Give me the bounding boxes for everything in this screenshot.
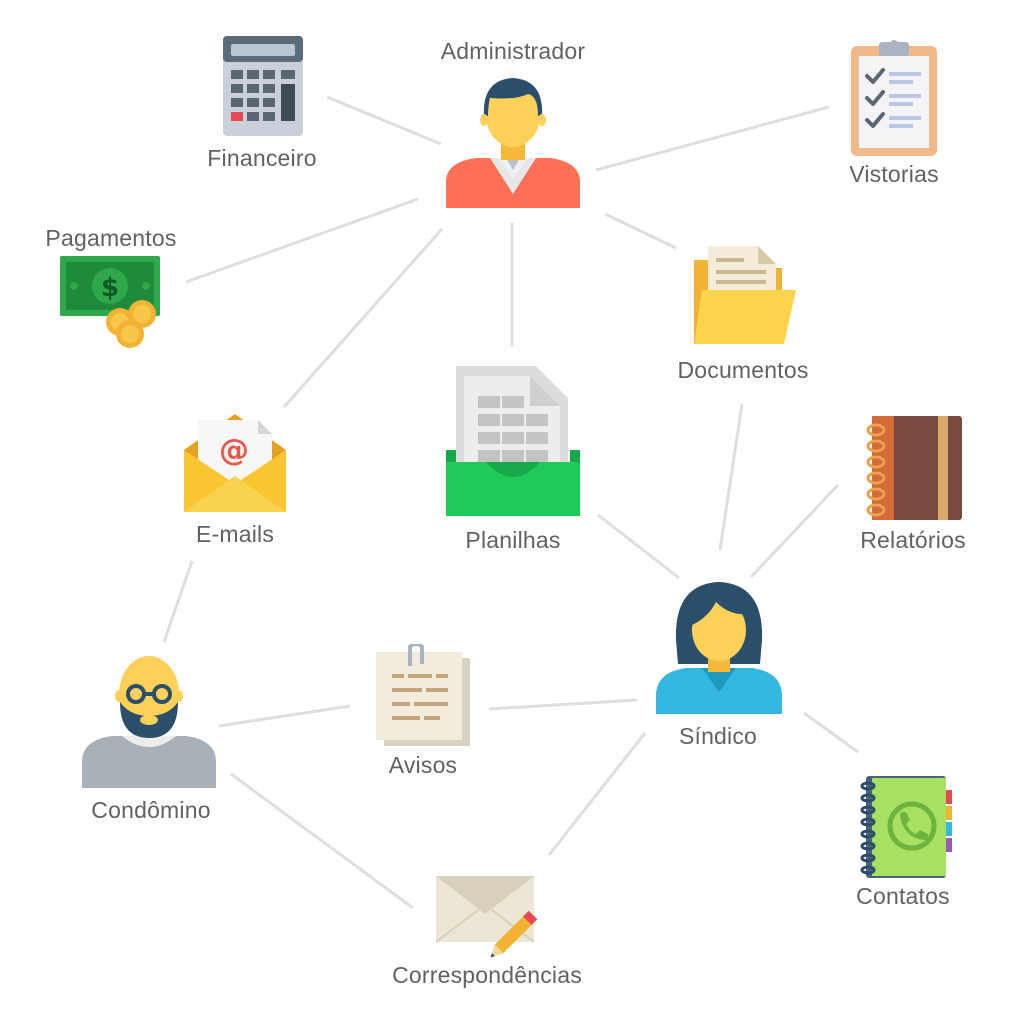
label-condomino: Condômino: [91, 797, 211, 823]
edge-emails-condomino: [162, 560, 194, 643]
node-vistorias: [851, 40, 937, 156]
label-administrador: Administrador: [440, 38, 586, 64]
label-pagamentos: Pagamentos: [45, 225, 177, 251]
notebook-icon: [866, 416, 962, 520]
label-contatos: Contatos: [856, 883, 950, 909]
edge-condomino-correspondencias: [230, 772, 414, 910]
edge-avisos-sindico: [488, 698, 638, 711]
svg-text:@: @: [219, 433, 249, 468]
money-coins-icon: $: [60, 256, 160, 348]
node-contatos: [860, 776, 952, 878]
node-documentos: [692, 246, 796, 346]
label-avisos: Avisos: [388, 752, 458, 778]
node-condomino: [82, 654, 216, 788]
label-relatorios: Relatórios: [860, 527, 966, 553]
node-sindico: [656, 580, 782, 714]
label-documentos: Documentos: [677, 357, 809, 383]
edge-administrador-financeiro: [326, 95, 442, 146]
edge-sindico-contatos: [803, 711, 859, 754]
spreadsheet-tray-icon: [446, 366, 580, 516]
edge-administrador-emails: [282, 228, 444, 408]
edge-administrador-documentos: [604, 212, 677, 250]
node-relatorios: [864, 416, 962, 520]
edge-administrador-pagamentos: [185, 197, 419, 284]
node-financeiro: [223, 36, 303, 136]
note-clip-icon: [376, 644, 470, 746]
edge-relatorios-sindico: [749, 483, 840, 579]
woman-person-icon: [656, 582, 782, 714]
edge-condomino-avisos: [218, 704, 351, 728]
label-planilhas: Planilhas: [465, 527, 561, 553]
folder-documents-icon: [694, 246, 796, 344]
edge-administrador-vistorias: [595, 105, 830, 172]
label-emails: E-mails: [195, 521, 275, 547]
label-financeiro: Financeiro: [207, 145, 317, 171]
node-avisos: [376, 644, 470, 746]
envelope-pen-icon: [436, 876, 538, 958]
address-book-icon: [860, 776, 952, 878]
node-correspondencias: [436, 876, 540, 960]
calculator-icon: [223, 36, 303, 136]
edge-documentos-sindico: [718, 403, 744, 551]
node-planilhas: [446, 362, 580, 518]
node-administrador: [446, 74, 580, 208]
label-vistorias: Vistorias: [849, 161, 939, 187]
admin-person-icon: [446, 78, 580, 208]
node-emails: @: [184, 412, 286, 514]
bearded-man-icon: [82, 656, 216, 788]
edge-planilhas-sindico: [597, 513, 680, 580]
email-envelope-icon: @: [184, 414, 286, 512]
label-correspondencias: Correspondências: [392, 962, 582, 988]
node-pagamentos: $: [60, 256, 162, 350]
svg-text:$: $: [101, 273, 119, 303]
edge-sindico-correspondencias: [547, 732, 647, 856]
label-sindico: Síndico: [678, 723, 758, 749]
clipboard-checklist-icon: [851, 40, 937, 156]
